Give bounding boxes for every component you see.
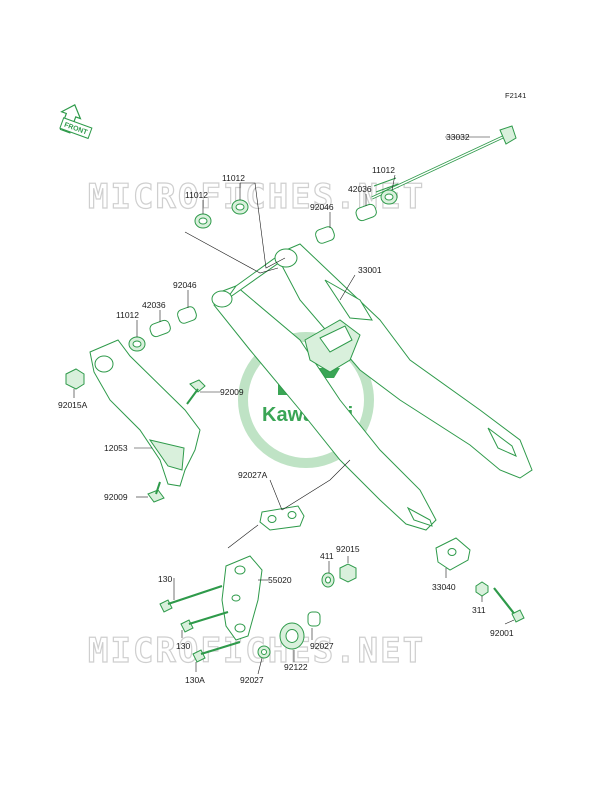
label-42036-a: 42036 — [348, 184, 372, 194]
pivot-shaft — [371, 125, 517, 200]
label-42036-b: 42036 — [142, 300, 166, 310]
label-92015: 92015 — [336, 544, 360, 554]
bracket-92027A — [259, 505, 305, 531]
label-92046-b: 92046 — [173, 280, 197, 290]
watermark-bottom: MICROFICHES.NET — [88, 631, 425, 671]
label-55020: 55020 — [268, 575, 292, 585]
chain-adjuster-33040 — [435, 537, 471, 571]
label-92122: 92122 — [284, 662, 308, 672]
chain-guide — [89, 339, 201, 487]
label-92001: 92001 — [490, 628, 514, 638]
label-411: 411 — [320, 551, 334, 561]
front-arrow-icon: FRONT — [59, 104, 93, 140]
bearing-set-left — [128, 306, 197, 352]
label-130-a: 130 — [158, 574, 172, 584]
nut-92015-icon — [339, 563, 357, 583]
bolt-130-upper — [159, 584, 223, 613]
part-labels: 33032 11012 11012 42036 92046 11012 3300… — [58, 132, 514, 685]
bolt-130-lower — [180, 610, 229, 633]
label-11012-b: 11012 — [116, 310, 139, 320]
label-92015A: 92015A — [58, 400, 88, 410]
bolt-92001 — [493, 587, 525, 623]
label-311: 311 — [472, 605, 486, 615]
label-92027-a: 92027 — [310, 641, 334, 651]
collar-92027-bottom — [257, 645, 271, 659]
label-92027-b: 92027 — [240, 675, 264, 685]
label-11012-a: 11012 — [185, 190, 208, 200]
label-92027A: 92027A — [238, 470, 268, 480]
label-11012-top: 11012 — [222, 173, 245, 183]
bearing-set-top — [194, 189, 398, 244]
leader-lines — [73, 136, 515, 675]
label-12053: 12053 — [104, 443, 128, 453]
label-33001: 33001 — [358, 265, 382, 275]
label-130A: 130A — [185, 675, 205, 685]
swing-arm — [211, 243, 533, 531]
nut-311-icon — [475, 581, 489, 597]
link-plate — [221, 555, 263, 641]
washer-411 — [321, 572, 335, 588]
label-33032: 33032 — [446, 132, 470, 142]
label-92046-a: 92046 — [310, 202, 334, 212]
bolt-92009-upper — [186, 379, 206, 405]
label-92009-b: 92009 — [104, 492, 128, 502]
roller-92122 — [279, 622, 305, 650]
label-33040: 33040 — [432, 582, 456, 592]
nut-92015A-icon — [65, 368, 85, 390]
label-92009-a: 92009 — [220, 387, 244, 397]
label-11012-right: 11012 — [372, 165, 395, 175]
diagram-code: F2141 — [505, 91, 526, 100]
collar-92027-right — [307, 611, 321, 627]
bolt-130A — [192, 640, 241, 663]
bolt-92009-lower — [147, 481, 165, 503]
label-130-b: 130 — [176, 641, 190, 651]
